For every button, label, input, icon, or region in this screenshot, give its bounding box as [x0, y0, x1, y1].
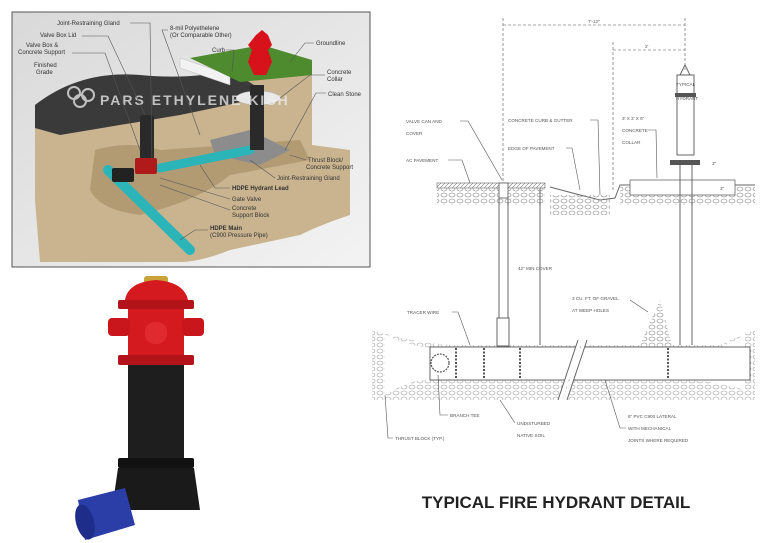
svg-text:HYDRANT: HYDRANT [676, 96, 698, 101]
ac-pavement [436, 182, 546, 189]
hydrant-riser [250, 85, 264, 150]
hose-nozzle-left [108, 318, 130, 336]
label-hdpe-main: HDPE Main [210, 226, 242, 232]
label-concrete-collar: Concrete [327, 70, 352, 76]
dimension-offset: 2' [645, 44, 649, 49]
branch-fitting [112, 168, 134, 182]
label-curb: Curb [212, 48, 226, 54]
lateral-pipe [429, 346, 751, 381]
fire-hydrant-render [75, 276, 204, 540]
label-valve-box-support: Valve Box & [26, 43, 58, 49]
asphalt-surface [35, 70, 270, 135]
label-valve-box-lid: Valve Box Lid [40, 33, 76, 39]
base-course [437, 188, 545, 205]
gate-valve-detail [496, 317, 510, 347]
label-gate-valve: Gate Valve [232, 197, 262, 203]
hydrant-detail [676, 74, 695, 156]
label-groundline: Groundline [316, 41, 346, 47]
gate-valve [135, 158, 157, 174]
hose-nozzle-right [182, 318, 204, 336]
label-hydrant-lead: HDPE Hydrant Lead [232, 186, 289, 192]
svg-text:COLLAR: COLLAR [622, 140, 641, 145]
callout-labels-detail: TYPICAL HYDRANT VALVE CAN AND COVER CONC… [384, 82, 698, 443]
svg-text:(Or Comparable Other): (Or Comparable Other) [170, 33, 232, 39]
label-support-block: Concrete [232, 206, 257, 212]
label-min-cover: 42" MIN COVER [518, 266, 553, 271]
dimension-collar-depth: 3" [720, 186, 725, 191]
pumper-nozzle [145, 322, 167, 344]
label-concrete-collar-detail: 3' X 3' X 6" [622, 116, 645, 121]
hydrant-barrel-lower [128, 365, 184, 460]
label-joint-gland-bottom: Joint-Restraining Gland [277, 176, 340, 182]
hydrant-bonnet [125, 280, 188, 300]
label-ac-pavement: AC PAVEMENT [406, 158, 438, 163]
hydrant-shoe [112, 468, 200, 510]
label-edge-of-pavement: EDGE OF PAVEMENT [508, 146, 555, 151]
label-tracer-wire: TRACER WIRE [407, 310, 439, 315]
svg-text:CONCRETE: CONCRETE [622, 128, 648, 133]
curb [179, 57, 231, 86]
label-thrust-block: Thrust Block/ [308, 158, 343, 164]
callout-labels-3d: Joint-Restraining Gland Valve Box Lid Va… [18, 21, 362, 241]
svg-text:COVER: COVER [406, 131, 423, 136]
hydrant-3d [248, 30, 272, 75]
watermark: PARS ETHYLENE KISH [67, 86, 290, 108]
svg-text:NATIVE SOIL: NATIVE SOIL [517, 433, 545, 438]
label-native-soil: UNDISTURBED [517, 421, 551, 426]
branch-tee [430, 353, 450, 373]
label-finished-grade: Finished [34, 63, 57, 69]
label-joint-gland-top: Joint-Restraining Gland [57, 21, 120, 27]
svg-text:AT WEEP HOLES: AT WEEP HOLES [572, 308, 609, 313]
label-typical-hydrant: TYPICAL [676, 82, 696, 87]
valve-box [140, 115, 154, 160]
svg-text:Concrete Support: Concrete Support [306, 165, 353, 171]
svg-text:Grade: Grade [36, 70, 53, 76]
dimension-overall: 7'-12" [588, 19, 600, 24]
svg-text:JOINTS WHERE REQUIRED: JOINTS WHERE REQUIRED [628, 438, 689, 443]
label-clean-stone: Clean Stone [328, 92, 362, 98]
label-branch-tee: BRANCH TEE [450, 413, 480, 418]
svg-text:Concrete Support: Concrete Support [18, 50, 65, 56]
valve-can [498, 182, 509, 199]
svg-text:(C900 Pressure Pipe): (C900 Pressure Pipe) [210, 233, 268, 239]
label-valve-can: VALVE CAN AND [406, 119, 443, 124]
hydrant-detail-drawing: 7'-12" 2' 3" 3" TYPICAL HYDRANT [372, 18, 755, 512]
svg-text:Support Block: Support Block [232, 213, 270, 219]
drawing-title: TYPICAL FIRE HYDRANT DETAIL [422, 493, 691, 512]
dimension-collar-height: 3" [712, 161, 717, 166]
label-gravel: 3 CU. FT. OF GRAVEL [572, 296, 619, 301]
gravel-pocket [640, 300, 672, 345]
label-polyethylene: 8-mil Polyethelene [170, 26, 220, 32]
svg-text:WITH MECHANICAL: WITH MECHANICAL [628, 426, 672, 431]
watermark-text: PARS ETHYLENE KISH [100, 92, 290, 108]
label-pvc-lateral: 6" PVC C900 LATERAL [628, 414, 677, 419]
concrete-collar-detail [629, 179, 736, 196]
hdpe-hydrant-lead [155, 145, 255, 173]
label-curb-gutter: CONCRETE CURB & GUTTER [508, 118, 573, 123]
svg-text:Collar: Collar [327, 77, 343, 83]
label-thrust-block-detail: THRUST BLOCK (TYP.) [395, 436, 445, 441]
installation-3d-illustration: PARS ETHYLENE KISH Joint-Restraining Gla… [11, 11, 371, 268]
